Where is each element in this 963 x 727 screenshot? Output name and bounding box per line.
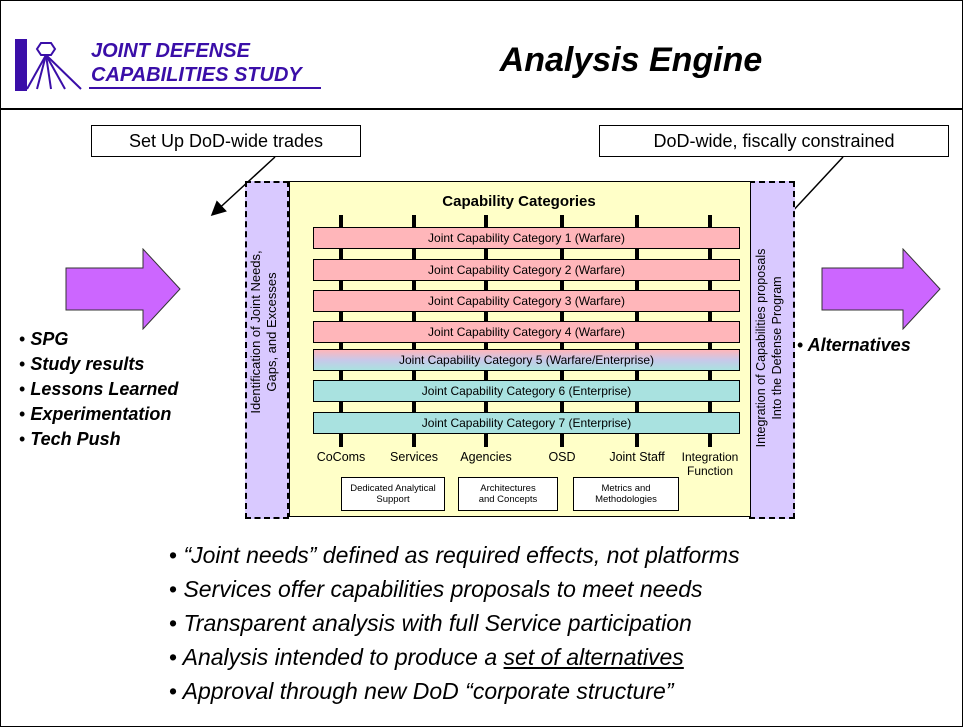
- title-divider: [1, 108, 962, 110]
- logo-text: JOINT DEFENSE CAPABILITIES STUDY: [91, 39, 302, 87]
- logo-line-1: JOINT DEFENSE: [91, 40, 250, 62]
- right-side-panel: [749, 181, 795, 519]
- category-band: Joint Capability Category 7 (Enterprise): [313, 412, 740, 434]
- column-label: Services: [390, 450, 438, 464]
- category-band: Joint Capability Category 3 (Warfare): [313, 290, 740, 312]
- category-band: Joint Capability Category 2 (Warfare): [313, 259, 740, 281]
- left-side-panel: [245, 181, 289, 519]
- output-item: • Alternatives: [797, 335, 911, 355]
- slide-title: Analysis Engine: [499, 41, 763, 79]
- category-band: Joint Capability Category 5 (Warfare/Ent…: [313, 349, 740, 371]
- column-label: Integration Function: [681, 450, 739, 478]
- right-side-label: Integration of Capabilities proposals In…: [754, 248, 784, 448]
- column-label: OSD: [548, 450, 576, 464]
- summary-item: • Services offer capabilities proposals …: [169, 576, 703, 602]
- callout-left: Set Up DoD-wide trades: [91, 125, 361, 157]
- summary-item: • Approval through new DoD “corporate st…: [169, 678, 674, 704]
- logo-icon: [15, 39, 93, 91]
- category-band: Joint Capability Category 6 (Enterprise): [313, 380, 740, 402]
- summary-item: • Analysis intended to produce a set of …: [169, 644, 684, 670]
- summary-item: • Transparent analysis with full Service…: [169, 610, 692, 636]
- column-label: CoComs: [316, 450, 366, 464]
- summary-bullets: • “Joint needs” defined as required effe…: [169, 538, 740, 708]
- logo-underline: [89, 87, 321, 89]
- left-callout-arrow: [210, 156, 276, 217]
- capability-categories-title: Capability Categories: [442, 193, 596, 210]
- input-item: • Tech Push: [19, 429, 121, 449]
- input-item: • Study results: [19, 354, 145, 374]
- output-list: • Alternatives: [797, 333, 911, 358]
- input-list: • SPG • Study results • Lessons Learned …: [19, 327, 178, 452]
- column-label: Agencies: [460, 450, 512, 464]
- underlined-phrase: set of alternatives: [503, 644, 684, 670]
- input-arrow-icon: [65, 248, 181, 330]
- category-band: Joint Capability Category 4 (Warfare): [313, 321, 740, 343]
- category-band: Joint Capability Category 1 (Warfare): [313, 227, 740, 249]
- input-item: • Lessons Learned: [19, 379, 179, 399]
- input-item: • SPG: [19, 329, 69, 349]
- logo-line-2: CAPABILITIES STUDY: [91, 64, 302, 86]
- left-side-label: Identification of Joint Needs, Gaps, and…: [248, 250, 279, 414]
- summary-item: • “Joint needs” defined as required effe…: [169, 542, 740, 568]
- input-item: • Experimentation: [19, 404, 172, 424]
- column-label: Joint Staff: [609, 450, 665, 464]
- output-arrow-icon: [821, 248, 941, 330]
- callout-right: DoD-wide, fiscally constrained: [599, 125, 949, 157]
